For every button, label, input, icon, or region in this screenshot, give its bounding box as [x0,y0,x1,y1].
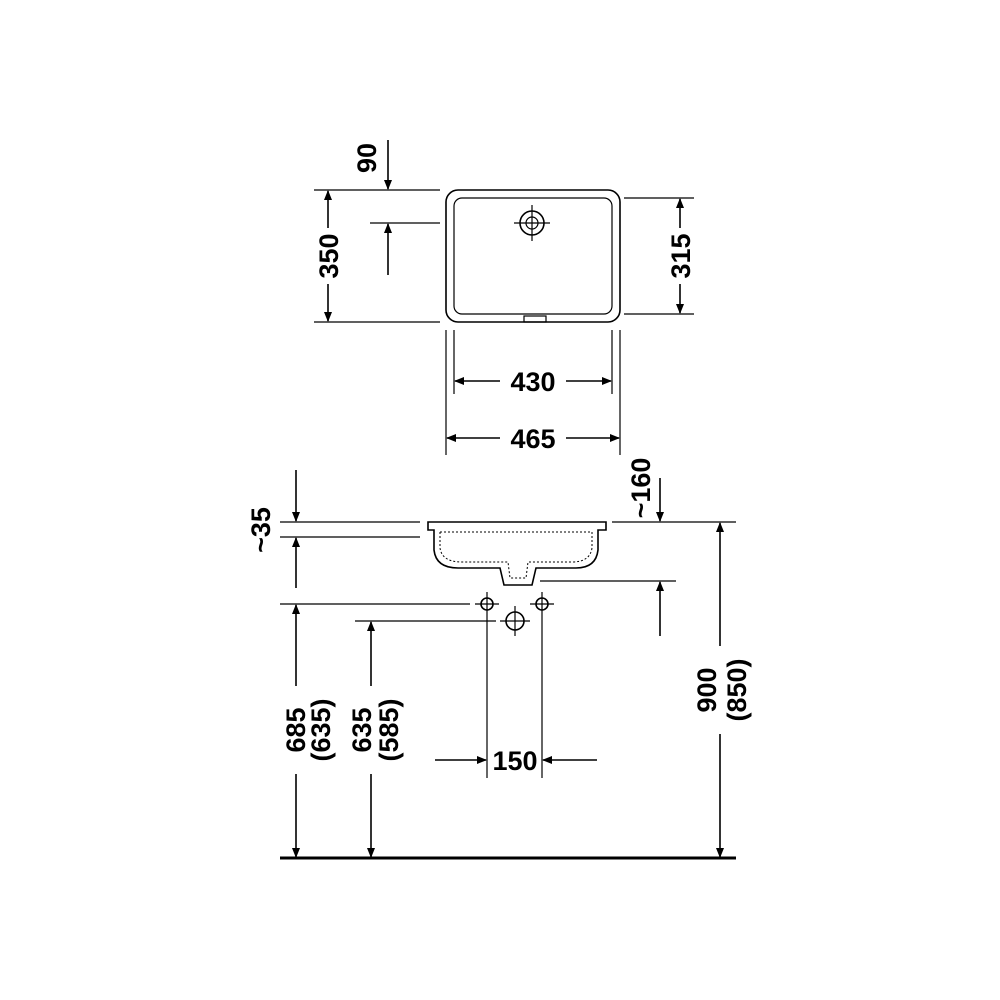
dim-label-90: 90 [352,143,382,173]
drain-hole [500,606,530,636]
dim-label-850-alt: (850) [722,658,752,721]
dim-label-160: ~160 [626,458,656,519]
dim-label-430: 430 [510,367,555,397]
dim-label-585-alt: (585) [374,698,404,761]
basin-outer-outline [445,189,621,323]
basin-side-profile [427,521,607,586]
dim-label-315: 315 [666,233,696,278]
dim-label-35: ~35 [246,507,276,553]
side-view: ~35 ~160 685 (63 [246,458,754,860]
dim-label-465: 465 [510,424,555,454]
basin-inner-outline [453,197,613,315]
dim-label-350: 350 [314,233,344,278]
top-view: 90 350 315 430 465 [314,140,696,455]
basin-side-inner [439,531,593,579]
dim-label-635-alt: (635) [306,698,336,761]
dim-label-635: 635 [347,707,377,752]
overflow-notch [523,315,547,323]
dim-label-685: 685 [281,707,311,752]
dim-label-900: 900 [692,667,722,712]
dim-label-150: 150 [492,746,537,776]
tap-hole-right [530,592,554,616]
tap-hole-left [475,592,499,616]
